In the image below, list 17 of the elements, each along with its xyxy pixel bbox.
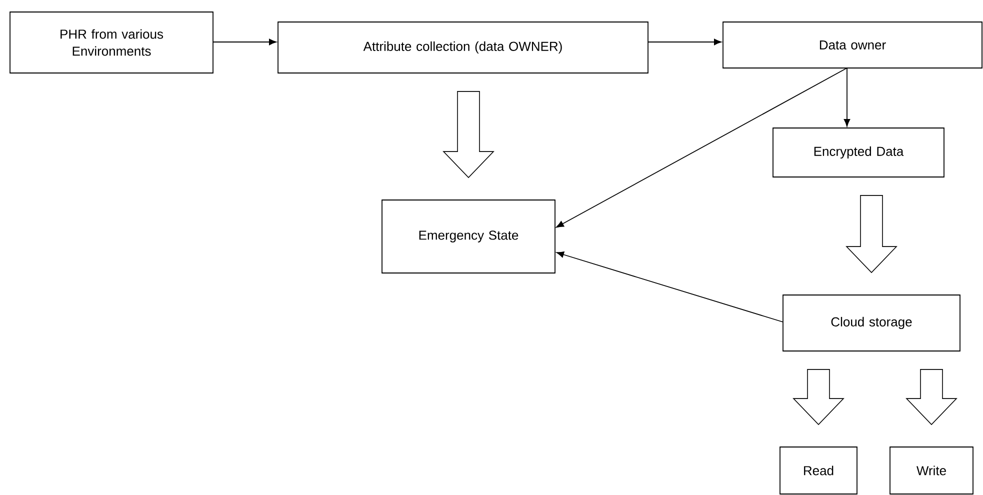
block-arrow: [442, 91, 494, 178]
block-arrow: [792, 369, 844, 426]
process-box: Attribute collection (data OWNER): [278, 22, 648, 74]
arrow: [844, 68, 850, 127]
arrow: [556, 251, 784, 322]
block-arrow: [906, 369, 958, 426]
block-arrow: [846, 195, 898, 274]
arrow: [556, 68, 848, 228]
process-box: Write: [890, 446, 974, 494]
process-box: Emergency State: [382, 200, 556, 274]
process-box: PHR from various Environments: [10, 12, 214, 74]
process-box: Encrypted Data: [772, 128, 944, 178]
process-box: Data owner: [722, 22, 982, 68]
arrow: [648, 38, 722, 46]
process-box: Cloud storage: [782, 294, 960, 352]
arrow: [212, 38, 277, 46]
process-box: Read: [780, 446, 858, 494]
